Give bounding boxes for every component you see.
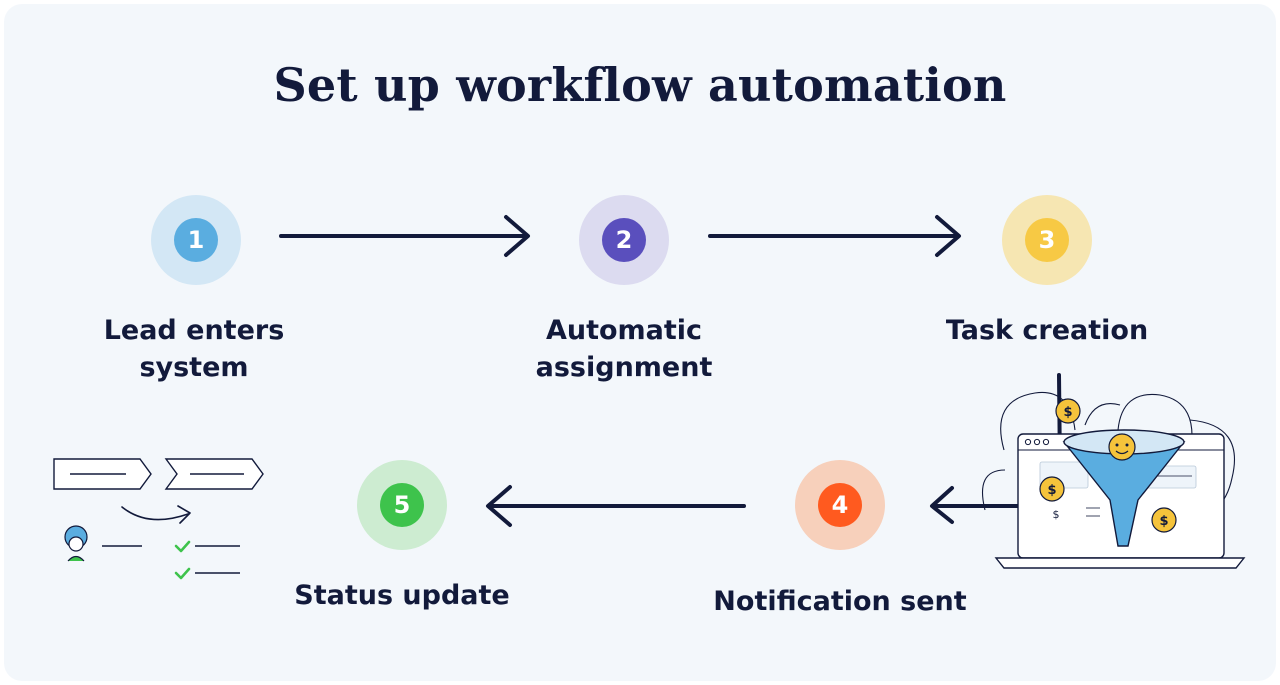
svg-text:$: $: [1047, 483, 1056, 498]
check-icon: [174, 567, 191, 580]
page-title: Set up workflow automation: [273, 58, 1007, 112]
coin-icon: $: [1151, 507, 1177, 533]
step-5-number: 5: [380, 483, 424, 527]
step-4-label: Notification sent: [713, 586, 967, 617]
dollar-sign-icon: $: [1053, 508, 1060, 521]
step-1-halo: 1: [151, 195, 241, 285]
step-5-label: Status update: [294, 580, 510, 611]
check-icon: [174, 540, 191, 553]
coin-icon: $: [1055, 398, 1081, 424]
arrow-1-to-2: [279, 215, 530, 257]
workflow-checklist-illustration: [53, 458, 264, 580]
step-4-number: 4: [818, 483, 862, 527]
step-5-halo: 5: [357, 460, 447, 550]
step-1-label: Lead enters system: [103, 315, 285, 383]
svg-text:$: $: [1159, 514, 1168, 529]
svg-text:$: $: [1063, 405, 1072, 420]
step-3-label: Task creation: [945, 315, 1149, 346]
step-3-halo: 3: [1002, 195, 1092, 285]
avatar: [64, 525, 88, 562]
arrow-4-to-5: [486, 485, 746, 527]
arrow-2-to-3: [708, 215, 961, 257]
step-2-number: 2: [602, 218, 646, 262]
step-3-number: 3: [1025, 218, 1069, 262]
step-2-halo: 2: [579, 195, 669, 285]
step-1-number: 1: [174, 218, 218, 262]
coin-icon: [1108, 433, 1136, 461]
step-2-label: Automatic assignment: [535, 315, 713, 383]
coin-icon: $: [1039, 476, 1065, 502]
sales-funnel-laptop-illustration: $ $ $ $: [981, 391, 1246, 569]
step-4-halo: 4: [795, 460, 885, 550]
